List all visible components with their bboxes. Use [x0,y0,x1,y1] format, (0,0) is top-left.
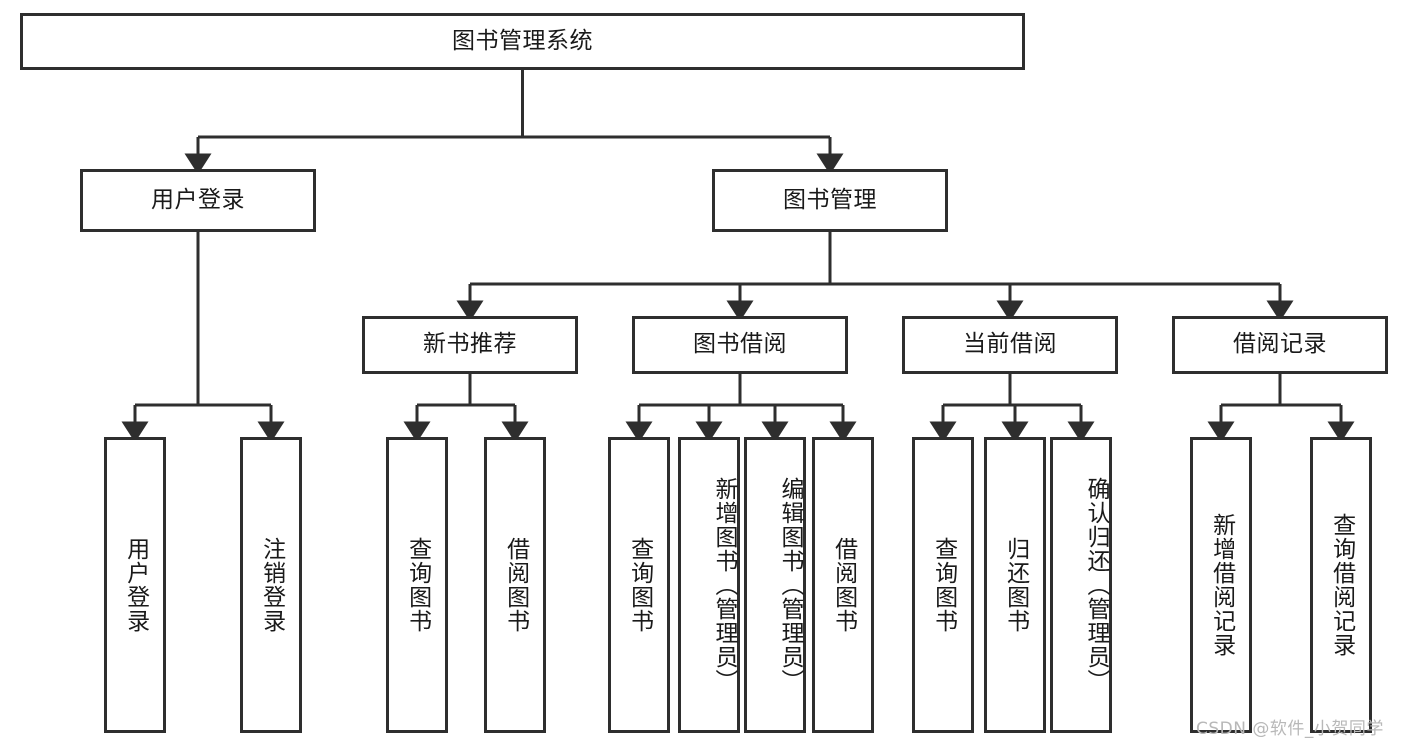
node-label: 当前借阅 [963,331,1057,358]
node-label: 新增借阅记录 [1208,513,1235,657]
node-current[interactable]: 当前借阅 [902,316,1118,374]
node-leaf-b-borrow[interactable]: 借阅图书 [812,437,874,733]
node-leaf-r-query[interactable]: 查询借阅记录 [1310,437,1372,733]
node-label: 用户登录 [122,537,149,633]
node-label: 查询图书 [626,537,653,633]
csdn-watermark: CSDN @软件_小贺同学 [1196,719,1384,739]
node-login[interactable]: 用户登录 [80,169,316,232]
node-label: 借阅图书 [830,537,857,633]
node-leaf-nb-query[interactable]: 查询图书 [386,437,448,733]
node-label: 归还图书 [1002,537,1029,633]
node-label: 新增图书（管理员） [711,477,737,693]
node-leaf-nb-borrow[interactable]: 借阅图书 [484,437,546,733]
node-leaf-c-query[interactable]: 查询图书 [912,437,974,733]
node-leaf-logout[interactable]: 注销登录 [240,437,302,733]
node-label: 图书借阅 [693,331,787,358]
node-newbook[interactable]: 新书推荐 [362,316,578,374]
node-record[interactable]: 借阅记录 [1172,316,1388,374]
node-root[interactable]: 图书管理系统 [20,13,1025,70]
node-leaf-r-add[interactable]: 新增借阅记录 [1190,437,1252,733]
node-label: 用户登录 [151,186,245,213]
node-label: 查询借阅记录 [1328,513,1355,657]
node-borrow[interactable]: 图书借阅 [632,316,848,374]
node-leaf-b-edit[interactable]: 编辑图书（管理员） [744,437,806,733]
node-bookmgmt[interactable]: 图书管理 [712,169,948,232]
node-label: 注销登录 [258,537,285,633]
node-label: 查询图书 [930,537,957,633]
node-label: 查询图书 [404,537,431,633]
node-leaf-c-confirm[interactable]: 确认归还（管理员） [1050,437,1112,733]
node-leaf-b-add[interactable]: 新增图书（管理员） [678,437,740,733]
node-leaf-c-return[interactable]: 归还图书 [984,437,1046,733]
node-leaf-b-query[interactable]: 查询图书 [608,437,670,733]
node-leaf-login[interactable]: 用户登录 [104,437,166,733]
node-label: 图书管理系统 [452,27,593,54]
node-label: 借阅图书 [502,537,529,633]
node-label: 编辑图书（管理员） [777,477,803,693]
node-label: 借阅记录 [1233,331,1327,358]
node-label: 确认归还（管理员） [1083,477,1109,693]
node-label: 新书推荐 [423,331,517,358]
node-label: 图书管理 [783,186,877,213]
